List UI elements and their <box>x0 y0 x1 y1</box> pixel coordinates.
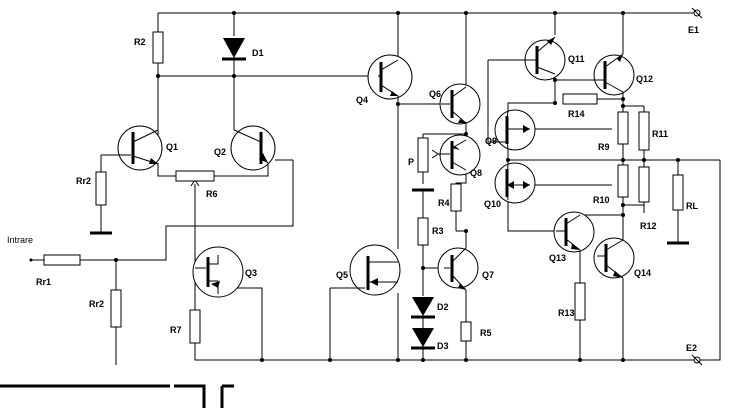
resistor-r9 <box>617 111 629 145</box>
label-q4: Q4 <box>356 95 368 105</box>
label-q6: Q6 <box>429 89 441 99</box>
label-r2-top: R2 <box>134 37 146 47</box>
transistor-q12 <box>593 53 635 96</box>
transistor-q4 <box>367 54 413 104</box>
transistor-q7 <box>437 247 479 291</box>
label-rl: RL <box>686 201 698 211</box>
label-q13: Q13 <box>549 253 566 263</box>
label-r6: R6 <box>206 189 218 199</box>
resistor-r4 <box>450 183 462 212</box>
resistor-rr1 <box>43 254 81 266</box>
resistor-rl <box>672 174 684 211</box>
transistor-q13 <box>553 211 595 253</box>
label-q14: Q14 <box>634 268 651 278</box>
label-intrare: Intrare <box>7 235 33 245</box>
resistor-r2 <box>152 31 164 64</box>
label-rr2-top: Rr2 <box>76 176 91 186</box>
label-q3: Q3 <box>245 268 257 278</box>
label-r11: R11 <box>652 129 668 139</box>
transistor-q5 <box>349 244 401 296</box>
resistor-r14 <box>562 93 598 105</box>
transistor-q9 <box>494 109 536 151</box>
label-r10: R10 <box>593 195 610 205</box>
label-r5: R5 <box>480 328 492 338</box>
resistor-r5 <box>460 321 472 342</box>
diodes <box>222 38 435 350</box>
resistor-r11 <box>638 111 650 151</box>
label-q1: Q1 <box>166 142 178 152</box>
label-q9: Q9 <box>485 136 497 146</box>
diode-d3 <box>412 328 434 347</box>
component-labels: R2 D1 Q4 Q6 Q11 Q12 E1 Q1 Q2 R14 R11 R9 … <box>7 25 699 353</box>
junction-dots <box>29 11 680 362</box>
label-rr2-bot: Rr2 <box>89 299 104 309</box>
label-d3: D3 <box>437 341 449 351</box>
label-p: P <box>408 157 414 167</box>
label-r7: R7 <box>170 325 182 335</box>
resistors <box>43 31 684 344</box>
resistor-rr2-top <box>95 171 107 206</box>
label-r12: R12 <box>640 221 657 231</box>
label-q11: Q11 <box>568 54 585 64</box>
diode-d1 <box>223 38 245 58</box>
transistor-q1 <box>117 125 163 171</box>
label-d2: D2 <box>437 302 449 312</box>
transistor-q10 <box>494 162 536 204</box>
label-q10: Q10 <box>484 199 501 209</box>
resistor-r13 <box>574 282 586 321</box>
transistor-q11 <box>508 36 566 81</box>
bottom-cropped-lines <box>0 384 234 408</box>
label-r3: R3 <box>432 226 444 236</box>
transistor-q8 <box>438 134 481 176</box>
diode-d2 <box>412 297 434 316</box>
label-r4: R4 <box>438 198 450 208</box>
label-q2: Q2 <box>214 147 226 157</box>
transistor-q6 <box>439 83 481 125</box>
transistor-q14 <box>593 237 635 279</box>
label-r14: R14 <box>568 109 585 119</box>
transistor-q3 <box>192 246 244 298</box>
transistor-q2 <box>230 125 293 171</box>
label-q5: Q5 <box>336 270 348 280</box>
label-q8: Q8 <box>470 168 482 178</box>
resistor-rr2-bot <box>110 289 122 328</box>
resistor-r3 <box>417 217 429 246</box>
label-q7: Q7 <box>482 270 494 280</box>
resistor-r10 <box>617 164 629 198</box>
resistor-r7 <box>189 309 201 344</box>
label-r9: R9 <box>598 142 610 152</box>
label-d1: D1 <box>252 48 264 58</box>
label-e1: E1 <box>688 25 699 35</box>
resistor-r6 <box>175 170 215 182</box>
label-q12: Q12 <box>636 74 653 84</box>
transistors <box>117 36 635 298</box>
potentiometer-p <box>417 137 429 173</box>
label-rr1: Rr1 <box>36 277 51 287</box>
label-e2: E2 <box>686 343 697 353</box>
label-r13: R13 <box>558 308 575 318</box>
resistor-r12 <box>638 166 650 203</box>
terminals <box>691 7 703 366</box>
